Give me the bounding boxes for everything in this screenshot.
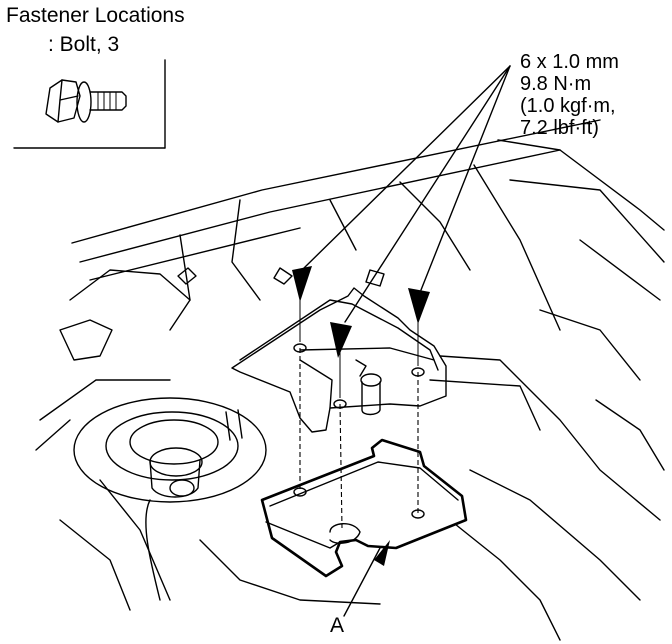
alignment-lines	[299, 300, 419, 529]
vehicle-body-outline	[35, 119, 665, 641]
callout-a-leader	[343, 540, 390, 617]
callout-label-a: A	[330, 614, 345, 637]
mounting-bracket	[231, 287, 447, 433]
arrow-head-right	[408, 288, 430, 324]
arrow-head-left	[292, 266, 312, 302]
bolt-icon	[45, 79, 127, 123]
torque-spec-size: 6 x 1.0 mm	[520, 51, 619, 73]
torque-spec-lbfft: 7.2 lbf·ft)	[520, 117, 599, 139]
leader-arrows	[292, 65, 511, 358]
legend-title: Fastener Locations	[6, 4, 185, 27]
legend-box	[13, 59, 166, 149]
torque-spec-nm: 9.8 N·m	[520, 73, 592, 95]
part-a-cover	[260, 438, 468, 578]
legend-subtitle: : Bolt, 3	[48, 33, 120, 56]
arrow-head-middle	[330, 322, 352, 358]
torque-spec-kgfm: (1.0 kgf·m,	[520, 95, 616, 117]
tire-well	[73, 397, 267, 601]
